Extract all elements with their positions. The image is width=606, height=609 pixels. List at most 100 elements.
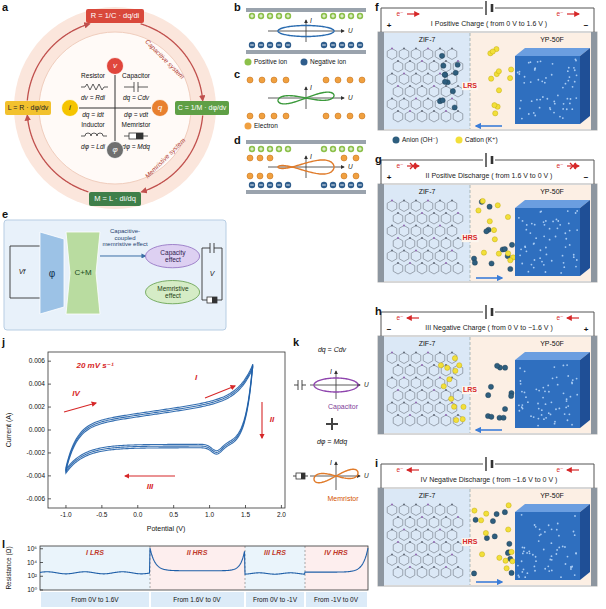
figure-shape xyxy=(543,221,545,223)
state-label: HRS xyxy=(462,538,479,546)
axis-label: I xyxy=(310,84,312,91)
loop-label: Memristor xyxy=(327,495,358,503)
figure-shape xyxy=(173,505,174,508)
figure-shape xyxy=(407,317,419,318)
figure-shape xyxy=(423,99,433,110)
figure-shape xyxy=(575,266,577,268)
figure-shape xyxy=(433,414,435,416)
axis-label: I xyxy=(310,17,312,24)
figure-shape xyxy=(551,528,553,530)
figure-shape xyxy=(403,98,405,100)
figure-shape xyxy=(534,566,536,568)
state-label: LRS xyxy=(462,82,478,90)
figure-shape xyxy=(534,69,536,71)
figure-shape xyxy=(331,14,335,18)
figure-shape xyxy=(209,505,210,508)
figure-shape xyxy=(207,297,217,303)
figure-shape xyxy=(517,565,519,567)
figure-shape xyxy=(48,430,51,431)
figure-shape xyxy=(322,45,326,46)
tick-label: -0.5 xyxy=(96,511,107,518)
figure-shape xyxy=(533,243,535,245)
figure-shape xyxy=(574,69,576,71)
figure-shape xyxy=(580,200,590,276)
flux-block: φ xyxy=(40,232,64,314)
figure-shape xyxy=(441,63,446,68)
figure-shape xyxy=(278,92,334,104)
figure-shape xyxy=(339,182,345,188)
figure-shape xyxy=(137,505,138,508)
figure-shape xyxy=(399,530,409,541)
figure-shape xyxy=(476,429,502,431)
figure-shape xyxy=(544,82,546,84)
figure-shape xyxy=(563,103,565,105)
legend-swatch xyxy=(245,59,252,66)
figure-shape xyxy=(268,185,272,186)
figure-shape xyxy=(483,306,495,319)
figure-shape xyxy=(445,212,447,214)
electron-label: e⁻ xyxy=(396,466,403,473)
figure-shape xyxy=(397,262,399,264)
figure-shape xyxy=(518,576,520,578)
figure-shape xyxy=(415,48,417,50)
figure-shape xyxy=(403,200,405,202)
figure-shape xyxy=(421,110,423,112)
material-label: YP-50F xyxy=(540,340,564,348)
figure-shape xyxy=(441,86,451,97)
figure-shape xyxy=(490,49,495,54)
figure-shape xyxy=(397,237,399,239)
figure-shape xyxy=(387,378,397,389)
figure-shape xyxy=(331,185,335,186)
figure-shape xyxy=(427,225,429,227)
figure-shape xyxy=(267,155,273,161)
figure-shape xyxy=(421,389,423,391)
figure-shape xyxy=(417,86,427,97)
figure-shape xyxy=(433,516,435,518)
effect-ellipse: Capacity effect xyxy=(145,244,200,268)
figure-shape xyxy=(537,79,539,81)
panel-title: IV Negative Discharge ( from −1.6 V to 0… xyxy=(421,476,558,484)
figure-shape xyxy=(521,391,523,393)
figure-shape xyxy=(421,566,423,568)
material-label: ZIF-7 xyxy=(419,36,436,44)
figure-shape xyxy=(517,575,519,577)
figure-shape xyxy=(543,264,545,266)
figure-shape xyxy=(515,504,590,512)
figure-shape xyxy=(433,110,435,112)
tick-label: 1.0 xyxy=(205,511,214,518)
figure-shape xyxy=(552,377,554,379)
scan-rate: 20 mV s⁻¹ xyxy=(76,362,113,371)
figure-shape xyxy=(267,182,273,188)
figure-shape xyxy=(393,111,403,122)
range-label: From -1V to 0V xyxy=(314,596,358,603)
figure-shape xyxy=(445,516,447,518)
figure-shape xyxy=(445,414,447,416)
figure-shape xyxy=(283,113,289,119)
figure-shape xyxy=(441,542,451,553)
figure-shape xyxy=(564,413,566,415)
figure-shape xyxy=(340,147,344,151)
polarity-sign: − xyxy=(584,174,589,183)
figure-shape xyxy=(453,567,463,578)
figure-shape xyxy=(421,262,423,264)
figure-shape xyxy=(453,70,458,75)
figure-shape xyxy=(249,42,255,48)
figure-shape xyxy=(321,182,327,188)
figure-shape xyxy=(544,531,546,533)
figure-shape xyxy=(405,390,415,401)
figure-shape xyxy=(357,13,363,19)
figure-shape xyxy=(567,375,569,377)
figure-shape xyxy=(348,182,354,188)
figure-shape xyxy=(440,98,445,103)
figure-shape xyxy=(591,184,597,282)
figure-shape xyxy=(285,146,291,152)
figure-shape xyxy=(540,249,542,251)
legend-swatch xyxy=(301,59,308,66)
figure-shape xyxy=(566,108,568,110)
figure-shape xyxy=(541,261,543,263)
panel-letter: e xyxy=(2,208,8,220)
figure-shape xyxy=(335,113,341,119)
figure-shape xyxy=(391,73,393,75)
figure-shape xyxy=(503,558,508,563)
figure-shape xyxy=(250,185,254,186)
